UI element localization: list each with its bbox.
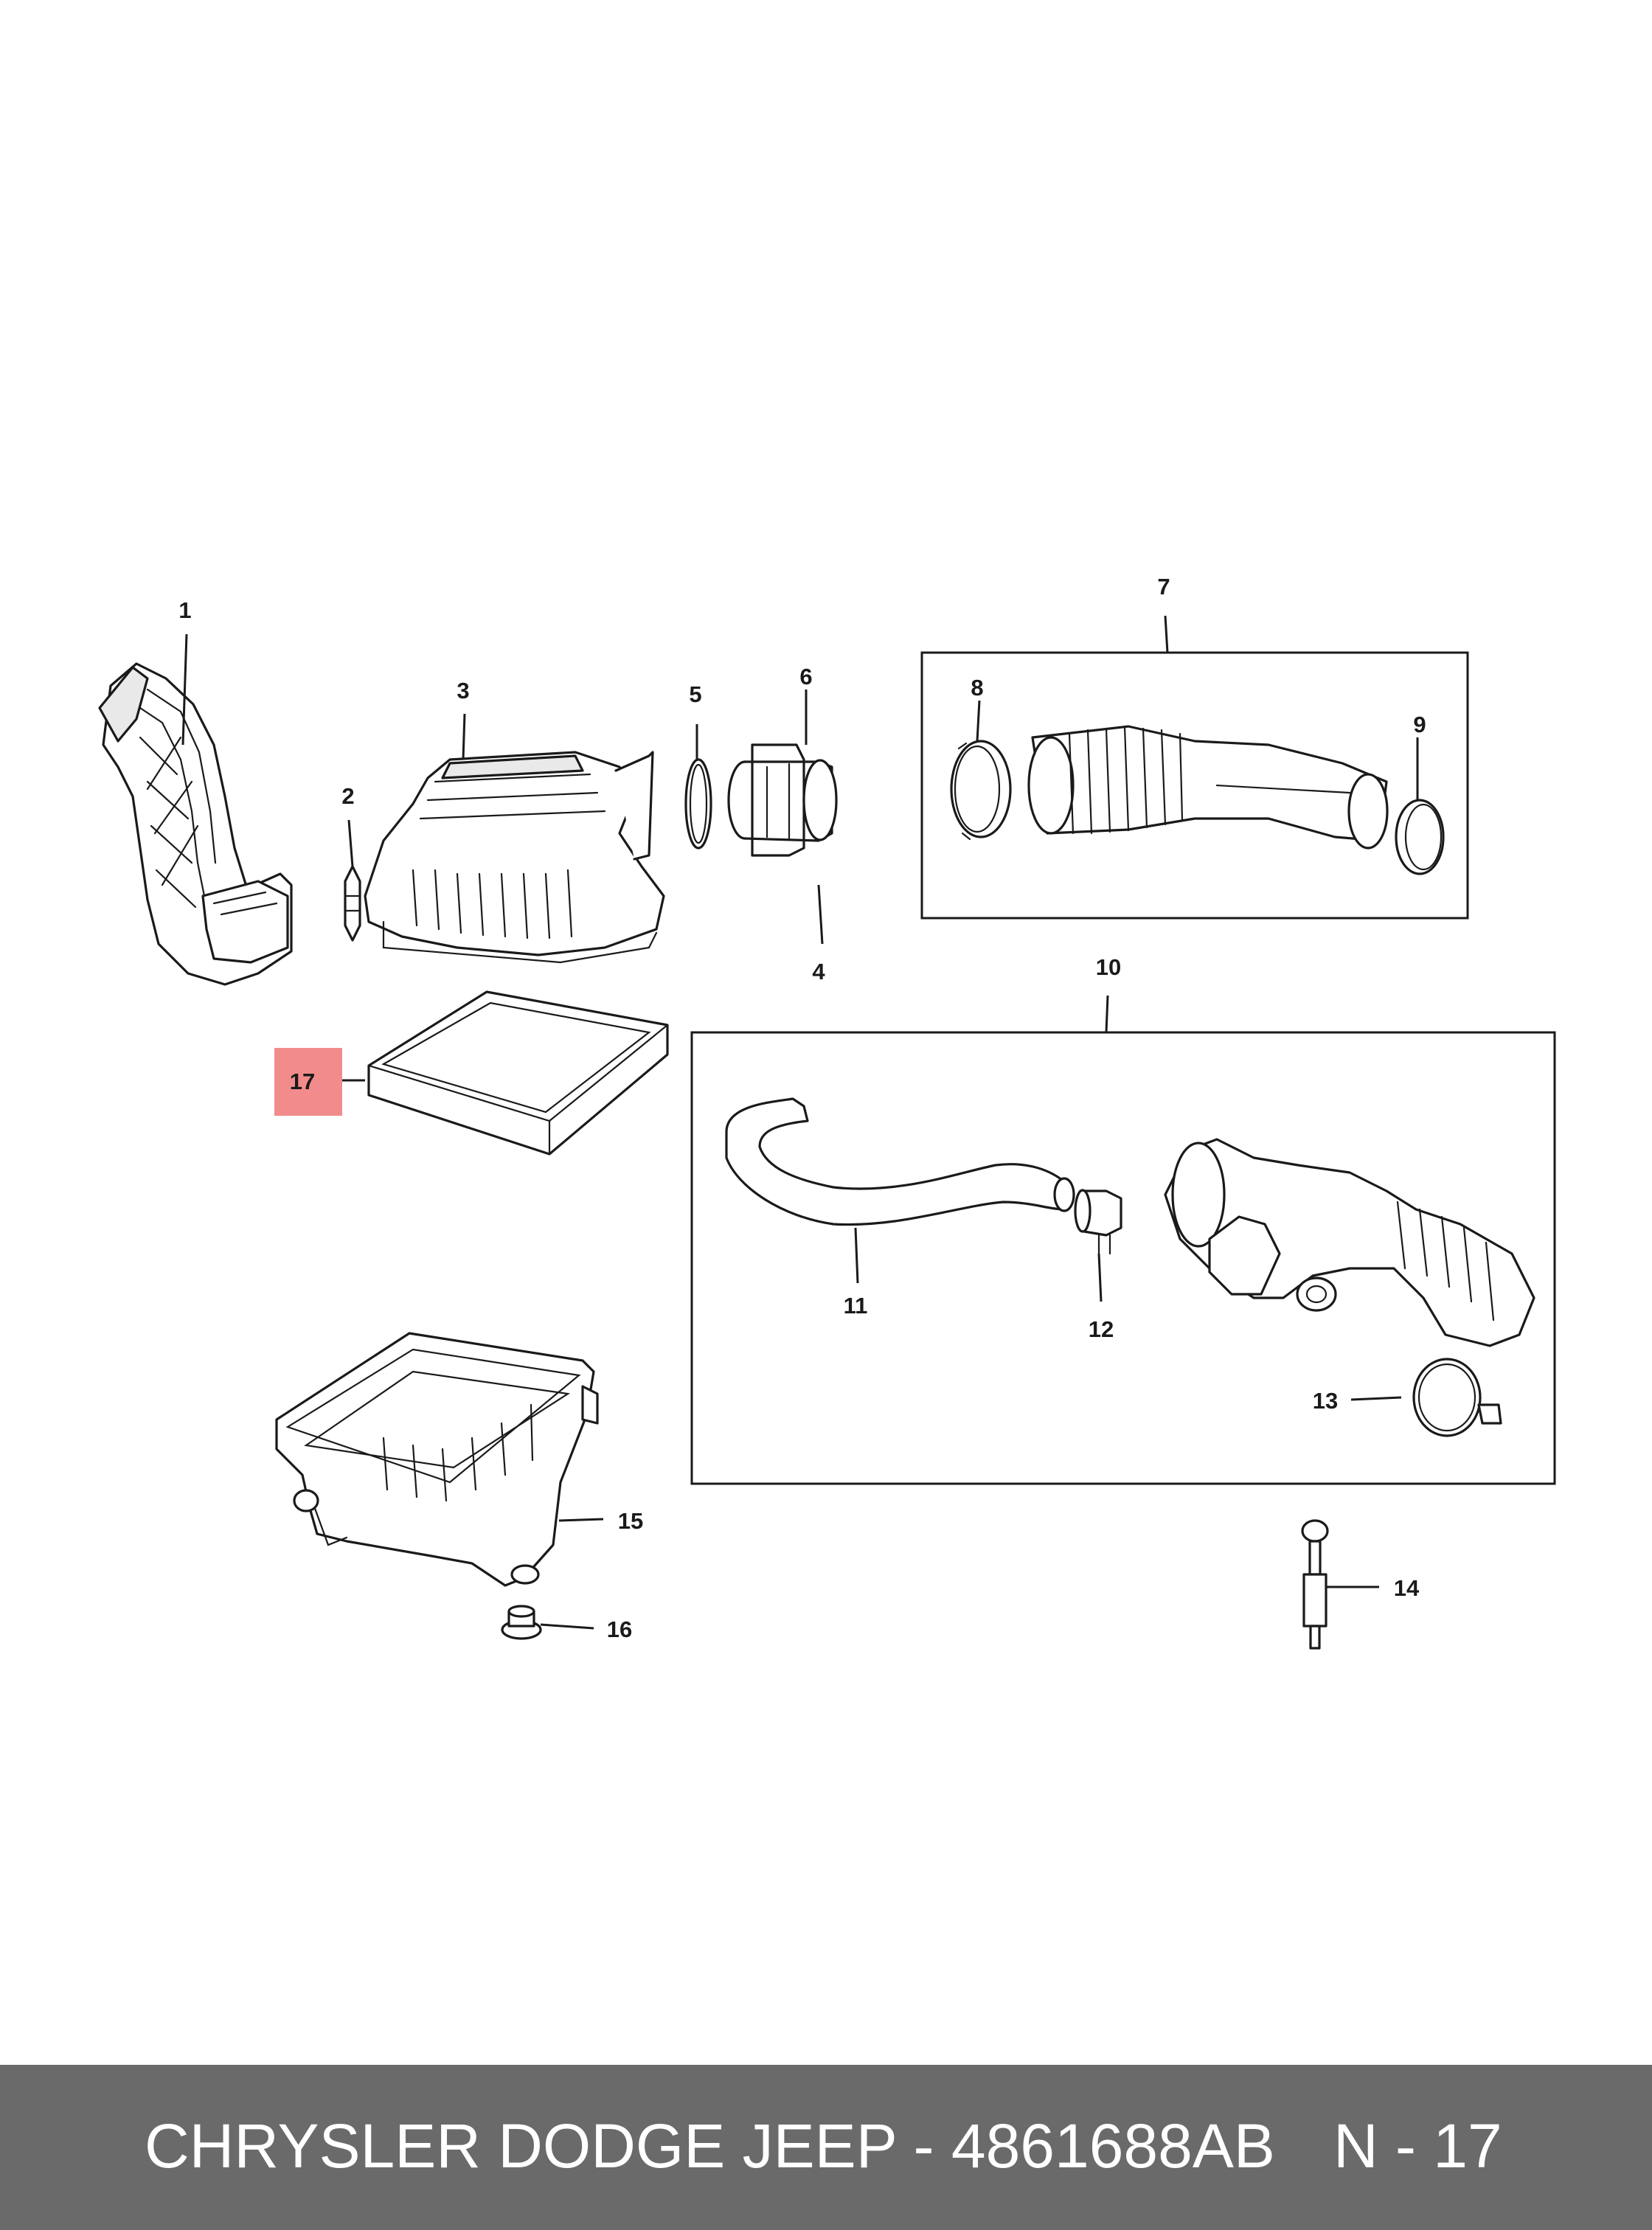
callout-5: 5 <box>689 681 701 707</box>
callout-13: 13 <box>1313 1388 1338 1414</box>
part-12-sensor <box>1074 1189 1122 1255</box>
part-6-adapter <box>727 743 838 857</box>
leader-lines <box>181 615 1419 1630</box>
part-9-clamp <box>1395 799 1445 875</box>
part-2-clip <box>344 865 361 942</box>
part-14-pin <box>1301 1519 1329 1650</box>
callout-16: 16 <box>607 1616 632 1642</box>
footer-bar <box>0 2065 1652 2230</box>
callout-1: 1 <box>178 597 191 623</box>
callout-12: 12 <box>1089 1316 1114 1342</box>
callout-17: 17 <box>290 1069 315 1094</box>
footer-part-number: CHRYSLER DODGE JEEP - 4861688AB <box>145 2111 1275 2181</box>
callout-3: 3 <box>457 678 469 704</box>
callout-8: 8 <box>971 675 983 701</box>
callout-14: 14 <box>1394 1575 1420 1601</box>
callout-6: 6 <box>799 664 812 690</box>
part-8-clamp <box>950 740 1012 841</box>
part-7-hose <box>1027 725 1389 850</box>
callout-2: 2 <box>341 783 354 809</box>
callout-7: 7 <box>1157 574 1170 600</box>
footer-page-number: N - 17 <box>1333 2111 1502 2181</box>
callout-11: 11 <box>844 1293 868 1319</box>
part-5-o-ring <box>684 758 712 850</box>
part-11-hose <box>725 1097 1075 1226</box>
part-10-outlet-duct <box>1164 1138 1535 1347</box>
part-17-air-filter <box>367 990 669 1156</box>
part-15-cleaner-housing <box>275 1332 599 1587</box>
part-16-plug <box>501 1605 542 1640</box>
callout-9: 9 <box>1413 712 1426 737</box>
group-box-7 <box>920 651 1469 920</box>
part-13-clamp <box>1412 1358 1502 1437</box>
parts-diagram: 1 2 3 4 5 6 7 8 9 10 11 12 13 14 15 16 1… <box>98 574 1556 1650</box>
part-3-cleaner-cover <box>364 751 665 964</box>
callout-17-highlight <box>274 1048 342 1116</box>
callout-15: 15 <box>618 1508 643 1534</box>
group-box-10 <box>690 1031 1556 1485</box>
callout-10: 10 <box>1096 954 1121 980</box>
part-1-intake-duct <box>98 662 293 986</box>
callout-4: 4 <box>812 959 825 984</box>
